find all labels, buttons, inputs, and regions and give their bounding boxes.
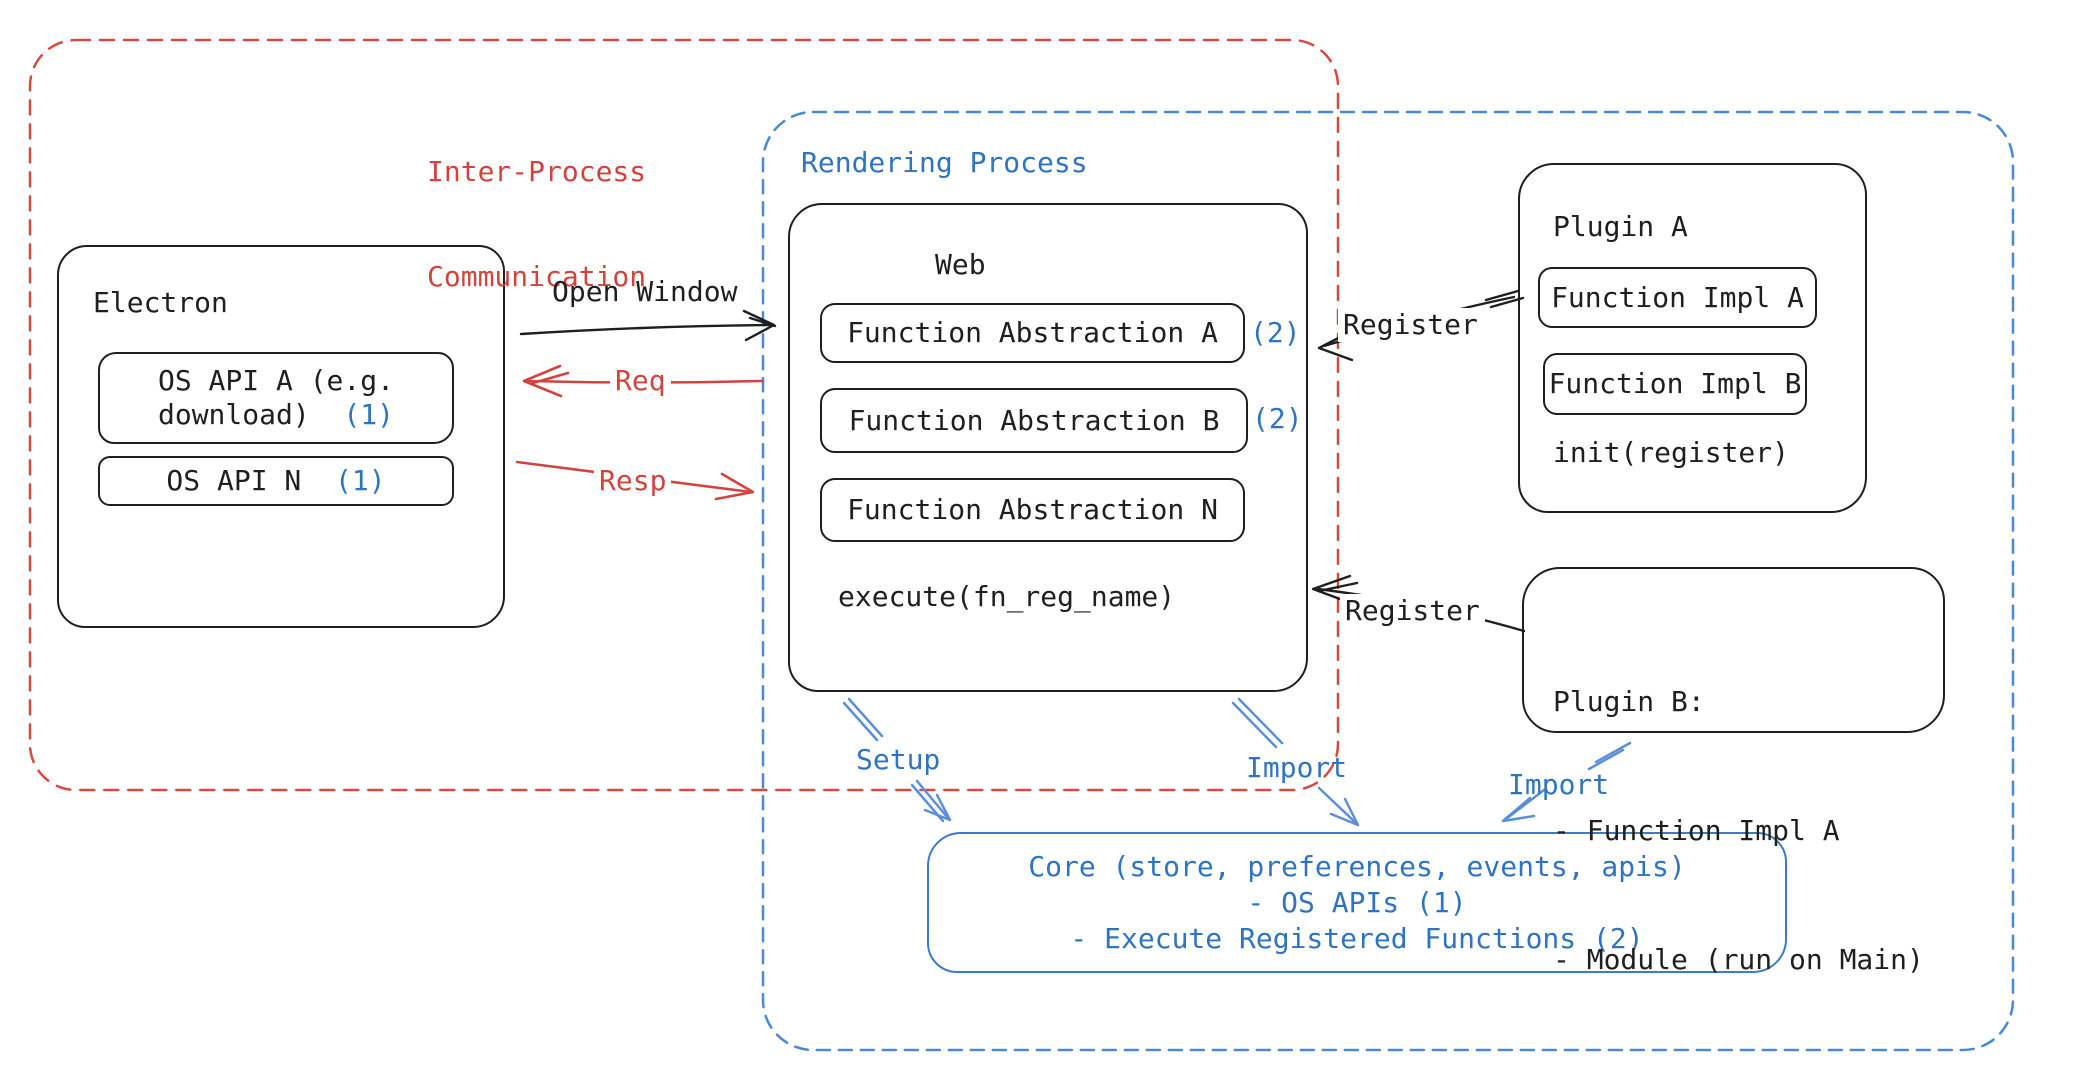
plugin-b-text: Plugin B: - Function Impl A - Module (ru…: [1553, 594, 1924, 1066]
open-window-arrow: [519, 309, 777, 342]
fa-b-badge: (2): [1252, 402, 1303, 435]
plugin-b-line2: - Function Impl A: [1553, 814, 1840, 847]
register-top-label: Register: [1338, 308, 1483, 342]
core-line1: Core (store, preferences, events, apis): [1028, 849, 1686, 883]
plugin-b-box: [1522, 567, 1945, 733]
open-window-label: Open Window: [552, 275, 738, 308]
plugin-b-line3: - Module (run on Main): [1553, 943, 1924, 976]
import-web-arrow: [1231, 697, 1360, 827]
req-label: Req: [610, 364, 671, 398]
resp-label: Resp: [594, 464, 672, 498]
plugin-a-title: Plugin A: [1553, 210, 1688, 243]
setup-arrow: [842, 697, 952, 823]
ipc-title-line2: Communication: [427, 260, 647, 293]
function-abstraction-n-label: Function Abstraction N: [847, 493, 1218, 526]
ipc-title-line1: Inter-Process: [427, 155, 647, 188]
os-api-a-box: OS API A (e.g. download) (1): [98, 352, 454, 444]
execute-label: execute(fn_reg_name): [838, 580, 1176, 613]
os-api-n-label: OS API N (1): [166, 464, 386, 497]
web-title: Web: [935, 248, 986, 281]
os-api-n-box: OS API N (1): [98, 456, 454, 506]
function-impl-b-box: Function Impl B: [1543, 353, 1807, 415]
core-line3: - Execute Registered Functions (2): [1070, 921, 1644, 955]
ipc-dashed-frame: [28, 38, 1340, 792]
init-register-label: init(register): [1553, 436, 1790, 469]
os-api-a-line2: download) (1): [157, 398, 394, 431]
function-abstraction-b-box: Function Abstraction B: [820, 388, 1248, 453]
register-bottom-label: Register: [1340, 594, 1485, 628]
core-line2: - OS APIs (1): [1247, 885, 1467, 919]
ipc-title: Inter-Process Communication: [427, 84, 646, 364]
import-plugin-arrow: [1501, 741, 1632, 823]
rendering-dashed-frame: [761, 110, 2015, 1052]
rendering-process-title: Rendering Process: [801, 146, 1088, 179]
import-web-label: Import: [1246, 751, 1348, 784]
electron-title: Electron: [93, 286, 228, 319]
os-api-a-badge: (1): [343, 398, 394, 431]
os-api-a-line1: OS API A (e.g.: [157, 364, 394, 397]
import-plugin-label: Import: [1508, 768, 1610, 801]
function-impl-a-box: Function Impl A: [1538, 267, 1817, 328]
function-abstraction-b-label: Function Abstraction B: [848, 403, 1220, 437]
plugin-b-line1: Plugin B:: [1553, 685, 1705, 718]
function-abstraction-a-box: Function Abstraction A: [820, 303, 1245, 363]
fa-a-badge: (2): [1250, 316, 1301, 349]
function-abstraction-a-label: Function Abstraction A: [847, 316, 1218, 349]
core-box: Core (store, preferences, events, apis) …: [927, 832, 1787, 973]
function-abstraction-n-box: Function Abstraction N: [820, 478, 1245, 542]
plugin-a-box: [1518, 163, 1867, 513]
function-impl-b-label: Function Impl B: [1548, 367, 1802, 400]
function-impl-a-label: Function Impl A: [1551, 280, 1804, 314]
os-api-n-badge: (1): [335, 464, 386, 497]
setup-label: Setup: [856, 743, 941, 776]
